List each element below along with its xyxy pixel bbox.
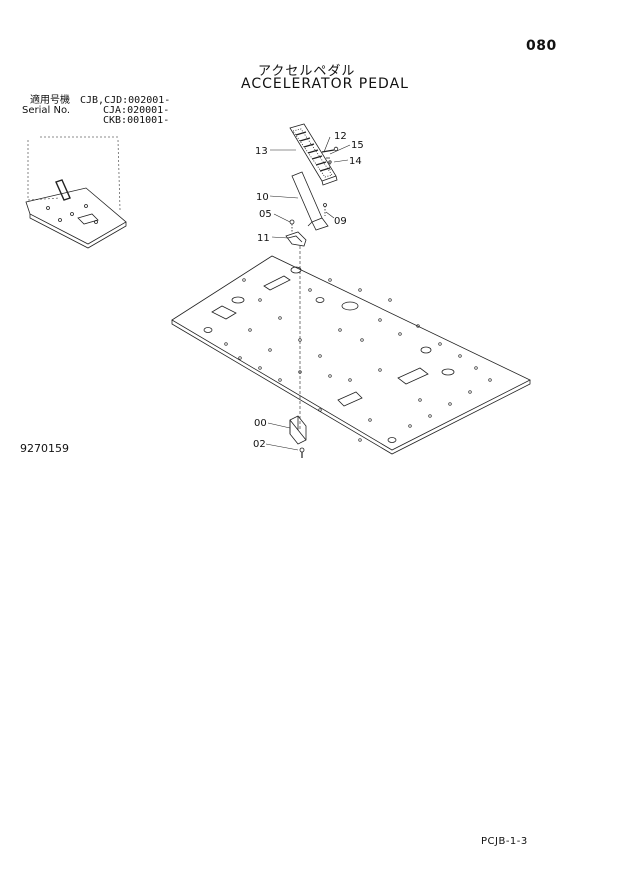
pedal-pad <box>289 123 338 186</box>
sensor-screw <box>299 447 305 458</box>
callout-14: 14 <box>349 156 362 167</box>
locator-thumbnail <box>27 136 121 211</box>
page-number: 080 <box>526 38 557 54</box>
floor-plate <box>171 255 531 455</box>
serial-label-japanese: 適用号機 <box>30 95 70 106</box>
serial-label-english: Serial No. <box>22 105 71 116</box>
title-english: ACCELERATOR PEDAL <box>241 76 409 92</box>
serial-range-3: CKB:001001- <box>103 115 170 126</box>
callout-02: 02 <box>253 439 266 450</box>
title-japanese: アクセルペダル <box>258 64 356 79</box>
callout-09: 09 <box>334 216 347 227</box>
leader-lines <box>265 136 351 451</box>
pedal-lever <box>291 171 329 231</box>
pedal-sensor <box>289 415 307 445</box>
serial-range-2: CJA:020001- <box>103 105 170 116</box>
footer-code: PCJB-1-3 <box>481 836 528 847</box>
drawing-number: 9270159 <box>20 442 69 455</box>
bolt <box>289 219 295 232</box>
callout-12: 12 <box>334 131 347 142</box>
locator-floor-plate <box>25 179 127 249</box>
callout-10: 10 <box>256 192 269 203</box>
pedal-bracket <box>285 231 307 247</box>
callout-05: 05 <box>259 209 272 220</box>
callout-15: 15 <box>351 140 364 151</box>
callout-11: 11 <box>257 233 270 244</box>
callout-00: 00 <box>254 418 267 429</box>
serial-range-1: CJB,CJD:002001- <box>80 95 171 106</box>
callout-13: 13 <box>255 146 268 157</box>
